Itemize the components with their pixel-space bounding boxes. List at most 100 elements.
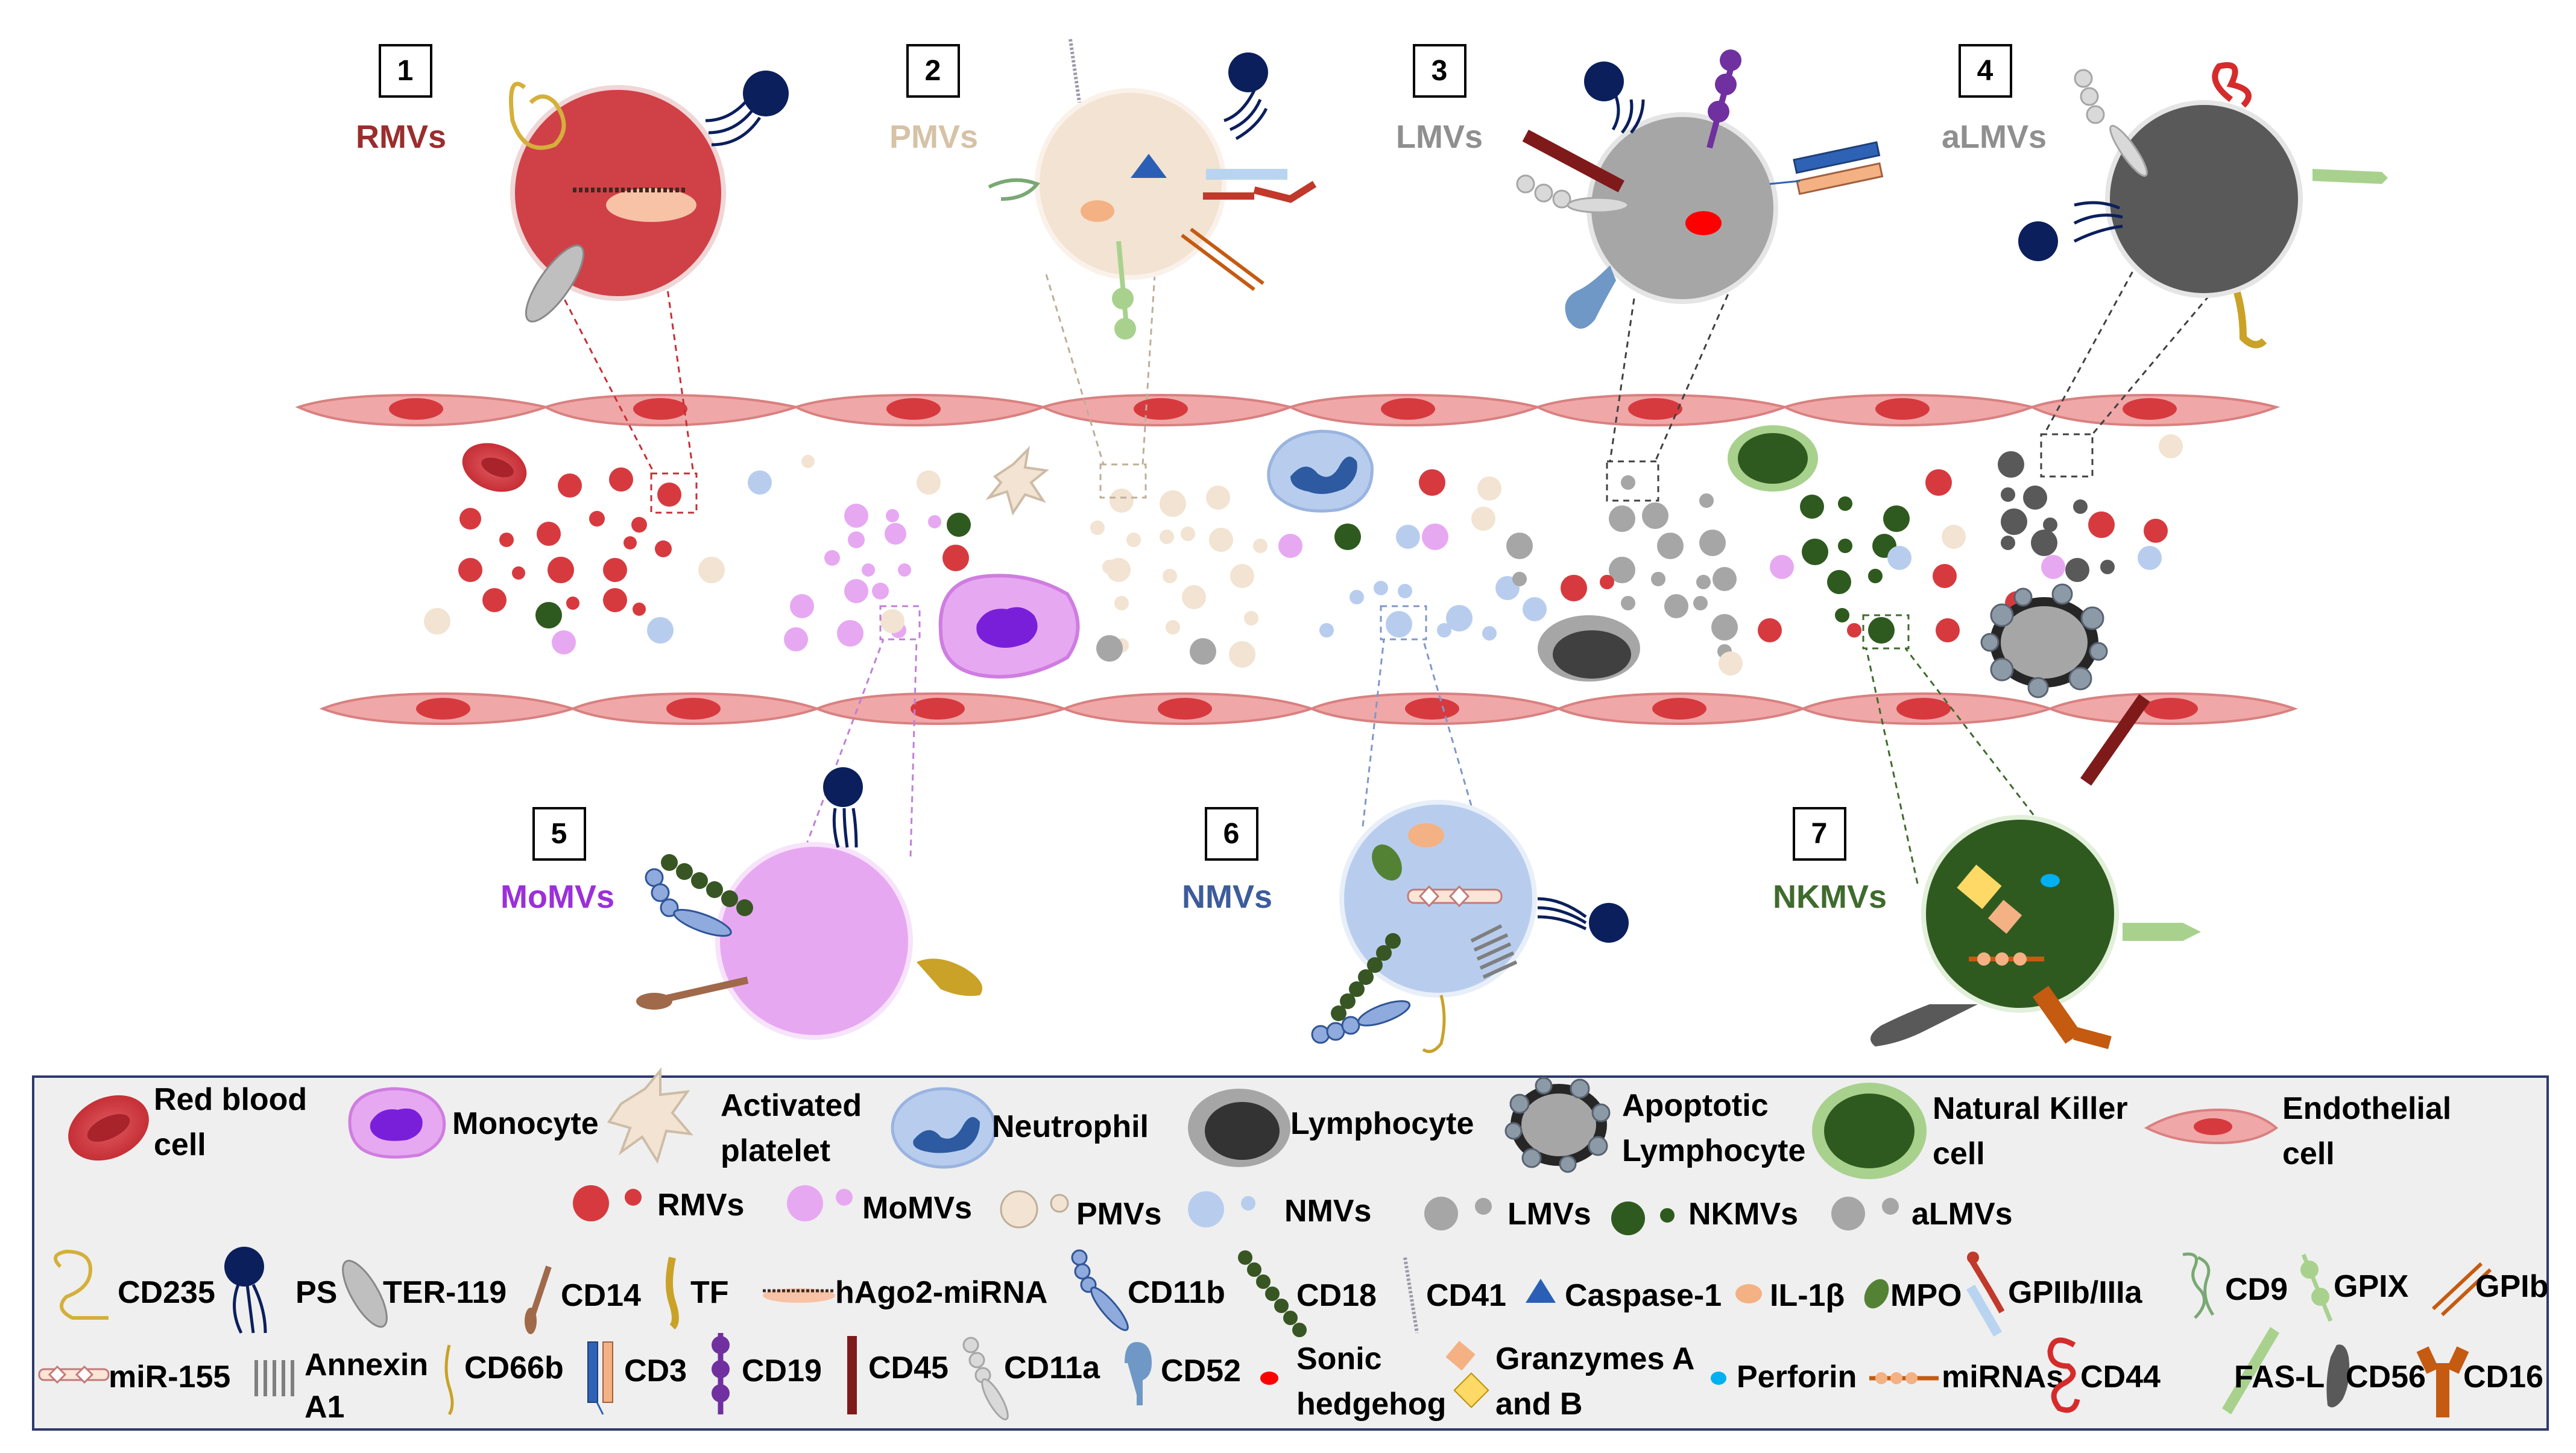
- legend-label: miR-155: [109, 1360, 230, 1394]
- panel-almvs: 4 aLMVs: [1942, 44, 2388, 349]
- mixed-mvs-center: [1096, 469, 1501, 665]
- legend-mv-almvs: aLMVs: [1831, 1197, 2013, 1232]
- cd235-icon: [509, 81, 566, 150]
- cd56-icon: [1870, 1004, 1978, 1046]
- cd52-icon: [1565, 265, 1616, 329]
- cd18-icon: [1331, 933, 1401, 1021]
- gpiib-iiia-icon: [1966, 1252, 2005, 1337]
- lmvs-in-lumen: [1506, 475, 1738, 659]
- cd56-icon: [2326, 1344, 2350, 1408]
- zoom-lines: [554, 262, 2238, 884]
- perforin-icon: [1711, 1372, 1726, 1385]
- legend-label: Endothelial: [2282, 1091, 2451, 1126]
- legend-label: GPIb: [2475, 1269, 2548, 1304]
- lymphocyte-in-lumen: [1538, 615, 1640, 682]
- panel-number-box: [1205, 807, 1258, 861]
- legend-label: Monocyte: [452, 1106, 599, 1141]
- cd41-icon: [1403, 1257, 1419, 1334]
- gpib-icon: [2431, 1262, 2492, 1317]
- legend-label: Granzymes A: [1495, 1341, 1694, 1376]
- cd14-icon: [636, 977, 749, 1010]
- cd11b-icon: [1311, 1000, 1411, 1044]
- mixed-mvs-right: [1561, 555, 1794, 676]
- legend-label: MoMVs: [862, 1191, 972, 1226]
- panel-lmvs: 3 LMVs: [1396, 44, 1884, 329]
- cd18-icon: [1238, 1250, 1307, 1337]
- legend-label: cell: [154, 1127, 206, 1162]
- cd11a-icon: [1516, 174, 1629, 214]
- hago2-mirna-icon: [763, 1288, 835, 1303]
- panel-nkmvs: 7 NKMVs: [1773, 694, 2201, 1049]
- natural-killer-cell-icon: [1812, 1083, 1927, 1179]
- tf-icon: [666, 1256, 679, 1330]
- granzyme-b-icon: [1445, 1341, 1476, 1371]
- panel-label: aLMVs: [1942, 119, 2047, 155]
- mirnas-icon: [1969, 952, 2044, 966]
- perforin-icon: [2041, 874, 2060, 887]
- cd16-icon: [2032, 986, 2112, 1049]
- mir-155-icon: [1407, 885, 1503, 908]
- il-1b-icon: [1408, 823, 1444, 847]
- il-1b-icon: [1735, 1284, 1762, 1303]
- granzyme-a-icon: [1957, 864, 2002, 910]
- cd19-icon: [712, 1333, 730, 1414]
- annexin-a1-icon: [254, 1360, 294, 1396]
- panel-number-box: [532, 807, 586, 861]
- legend-item-activated-platelet: Activated platelet: [607, 1067, 862, 1168]
- cd3-icon: [1769, 141, 1884, 195]
- legend-mv-nkmvs: NKMVs: [1611, 1197, 1798, 1235]
- legend-label: CD52: [1161, 1353, 1241, 1388]
- legend-label: CD18: [1296, 1278, 1377, 1313]
- legend-item-lymphocyte: Lymphocyte: [1188, 1089, 1474, 1167]
- legend-label: Annexin: [305, 1347, 428, 1382]
- almv-vesicle: [2105, 100, 2303, 298]
- cd52-icon: [1125, 1341, 1152, 1405]
- sonic-hedgehog-icon: [1685, 211, 1722, 235]
- cd14-icon: [525, 1265, 552, 1334]
- panel-number: 4: [1977, 55, 1994, 87]
- cd44-icon: [2047, 1337, 2080, 1413]
- panel-number: 1: [397, 55, 414, 87]
- legend-label: CD9: [2225, 1272, 2288, 1307]
- ps-icon: [224, 1247, 267, 1334]
- legend-label: Red blood: [154, 1082, 307, 1117]
- cd45-icon: [1522, 130, 1624, 192]
- ter-119-icon: [342, 1259, 388, 1328]
- legend-label: aLMVs: [1911, 1197, 2013, 1232]
- gpiib-iiia-icon-2: [1203, 180, 1317, 203]
- panel-pmvs: 2 PMVs: [889, 39, 1317, 340]
- mir-155-icon: [38, 1365, 110, 1384]
- panel-nmvs: 6 NMVs: [1182, 800, 1629, 1053]
- legend-box: [32, 1075, 2549, 1431]
- panel-number-box: [906, 44, 960, 98]
- legend-label: NKMVs: [1688, 1197, 1798, 1232]
- legend-item-monocyte: Monocyte: [348, 1087, 599, 1159]
- legend-label: hAgo2-miRNA: [835, 1275, 1047, 1310]
- legend-row-markers-1: CD235 PS TER-119 CD14 TF hAgo2-miRNA: [54, 1247, 2548, 1337]
- nkmvs-in-lumen: [1800, 495, 1910, 644]
- legend-label: CD3: [624, 1353, 687, 1388]
- gpib-icon: [1181, 227, 1264, 291]
- blood-vessel: [295, 262, 2298, 884]
- legend-mv-momvs: MoMVs: [787, 1185, 972, 1226]
- legend-mv-nmvs: NMVs: [1188, 1191, 1371, 1229]
- legend-label: CD66b: [464, 1350, 564, 1385]
- cd44-icon: [2212, 62, 2252, 108]
- activated-platelet-in-lumen: [985, 446, 1049, 516]
- cd45-icon: [2080, 694, 2150, 786]
- panel-label: MoMVs: [500, 879, 614, 915]
- caspase-1-icon: [1526, 1279, 1556, 1303]
- legend-label: TF: [690, 1275, 729, 1310]
- ps-icon: [1584, 62, 1645, 134]
- legend-label: Perforin: [1737, 1360, 1857, 1394]
- activated-platelet-icon: [607, 1067, 693, 1164]
- tf-icon: [2233, 291, 2267, 349]
- panel-label: RMVs: [356, 119, 446, 155]
- mixed-mvs-centerleft: [880, 470, 971, 633]
- rmvs-in-lumen: [458, 467, 681, 616]
- gpix-icon: [2300, 1253, 2333, 1322]
- legend-label: LMVs: [1507, 1197, 1591, 1232]
- panel-number: 5: [551, 818, 567, 850]
- legend-label: Caspase-1: [1565, 1278, 1722, 1313]
- cd66b-icon: [1422, 995, 1446, 1053]
